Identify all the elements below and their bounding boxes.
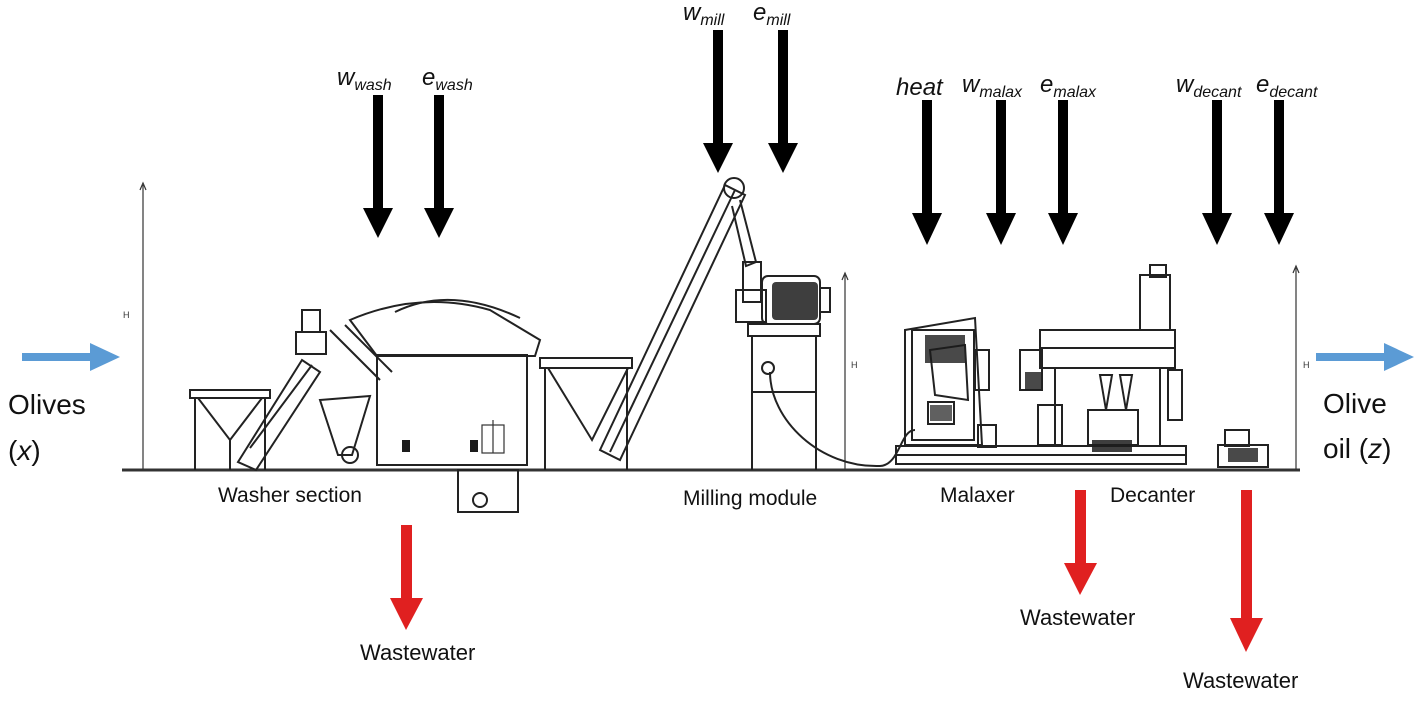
wastewater-label-washer: Wastewater [360, 640, 475, 665]
decanter-label: Decanter [1110, 484, 1195, 507]
wastewater-label-decanter: Wastewater [1183, 668, 1298, 693]
washer-section-label: Washer section [218, 484, 362, 507]
e-malax-label: emalax [1040, 71, 1097, 101]
w-wash-label: wwash [337, 64, 392, 94]
w-malax-down-arrow-icon [986, 100, 1016, 245]
w-decant-label: wdecant [1176, 71, 1242, 101]
height-marker-label: H [1303, 360, 1310, 370]
milling-module-label: Milling module [683, 487, 817, 510]
decanter-equipment [1019, 264, 1269, 468]
e-decant-down-arrow-icon [1264, 100, 1294, 245]
wastewater-arrow-decanter-icon [1230, 490, 1263, 652]
e-decant-label: edecant [1256, 71, 1318, 101]
height-dimension-left: H [123, 181, 147, 470]
e-malax-down-arrow-icon [1048, 100, 1078, 245]
mill-equipment [598, 177, 916, 470]
olives-label: Olives [8, 389, 86, 420]
height-dimension-mid: H [841, 271, 858, 470]
height-dimension-right: H [1292, 264, 1310, 470]
heat-label: heat [896, 74, 944, 101]
wastewater-label-malaxer: Wastewater [1020, 605, 1135, 630]
e-mill-label: emill [753, 0, 791, 29]
olives-variable: (x) [8, 435, 41, 466]
olive-oil-variable: oil (z) [1323, 433, 1391, 464]
w-malax-label: wmalax [962, 71, 1023, 101]
wastewater-arrow-washer-icon [390, 525, 423, 630]
e-wash-label: ewash [422, 64, 473, 94]
olive-oil-label: Olive [1323, 388, 1387, 419]
e-mill-down-arrow-icon [768, 30, 798, 173]
heat-down-arrow-icon [912, 100, 942, 245]
e-wash-down-arrow-icon [424, 95, 454, 238]
w-mill-down-arrow-icon [703, 30, 733, 173]
w-mill-label: wmill [683, 0, 725, 29]
olive-oil-output-arrow [1316, 343, 1414, 371]
w-decant-down-arrow-icon [1202, 100, 1232, 245]
washer-equipment [189, 298, 633, 513]
w-wash-down-arrow-icon [363, 95, 393, 238]
height-marker-label: H [123, 310, 130, 320]
wastewater-arrow-malaxer-icon [1064, 490, 1097, 595]
height-marker-label: H [851, 360, 858, 370]
utility-arrows [363, 30, 1294, 245]
malaxer-label: Malaxer [940, 484, 1015, 507]
olives-input-arrow [22, 343, 120, 371]
